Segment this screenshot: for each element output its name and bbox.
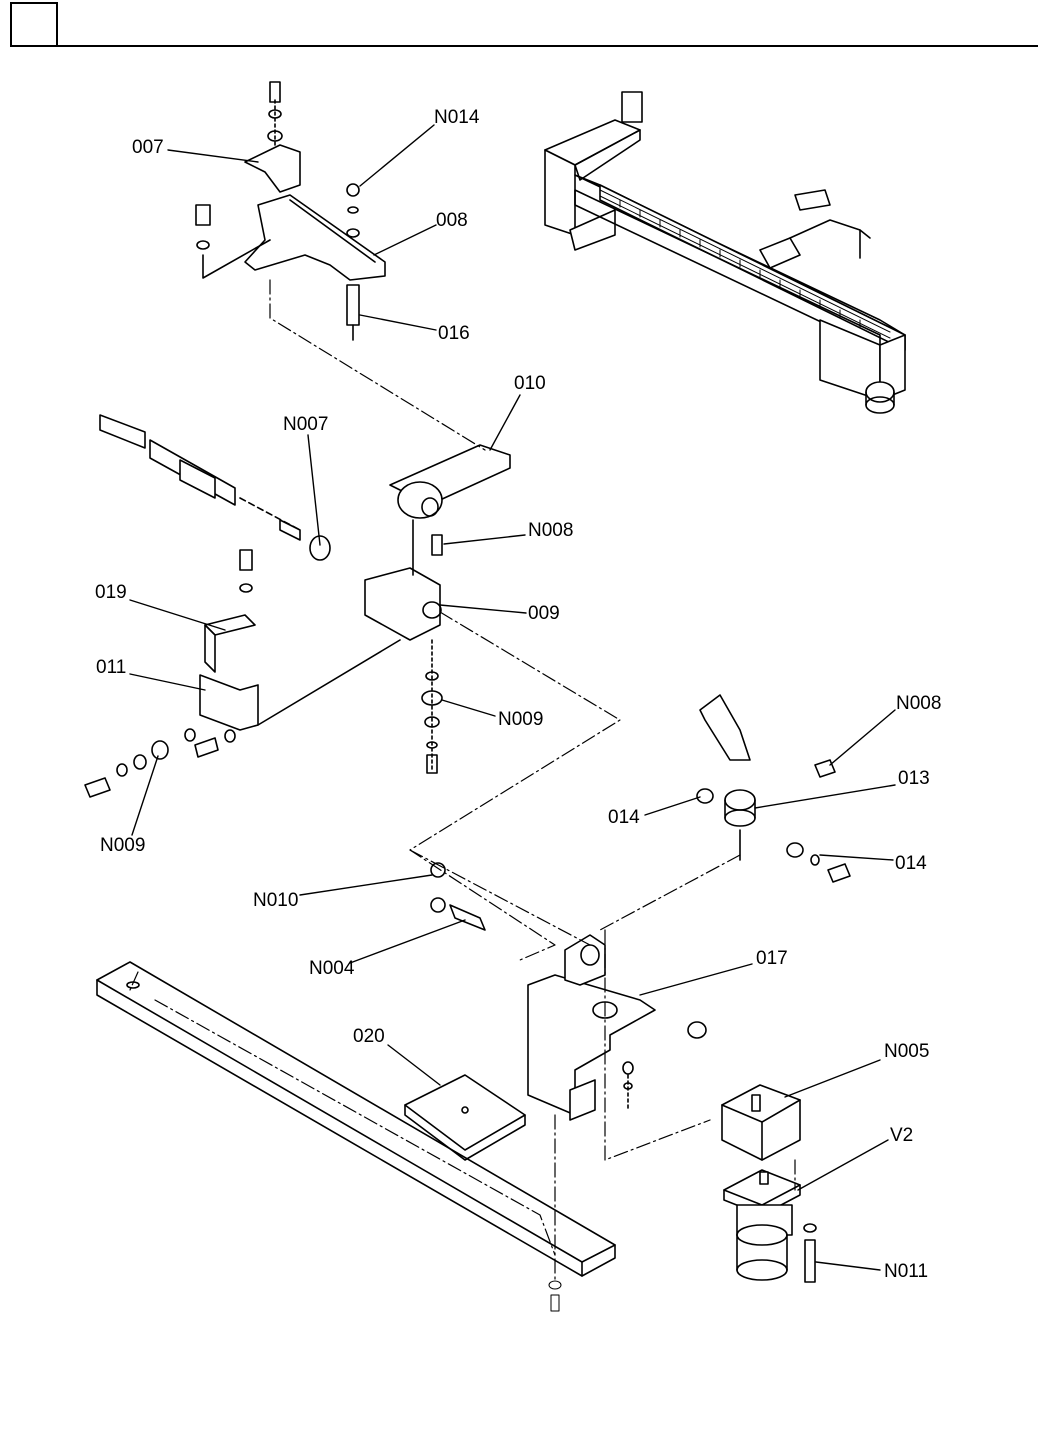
callout-014-right: 014 [895, 853, 927, 874]
pulley-013-drawing [697, 695, 850, 882]
callout-009: 009 [528, 603, 560, 624]
callout-n009-a: N009 [498, 709, 543, 730]
callout-v2: V2 [890, 1125, 913, 1146]
callout-n004: N004 [309, 958, 355, 979]
callout-017: 017 [756, 948, 788, 969]
callout-n010: N010 [253, 890, 298, 911]
callout-n014: N014 [434, 107, 480, 128]
callout-n007: N007 [283, 414, 328, 435]
bracket-019-block-011-drawing [85, 550, 400, 797]
shaft-carriage-drawing [100, 415, 510, 773]
callout-007: 007 [132, 137, 164, 158]
callout-n008-a: N008 [528, 520, 573, 541]
callout-n009-b: N009 [100, 835, 145, 856]
assembly-overview-drawing [545, 92, 905, 413]
callout-019: 019 [95, 582, 127, 603]
callout-020: 020 [353, 1026, 385, 1047]
callout-016: 016 [438, 323, 470, 344]
callout-013: 013 [898, 768, 930, 789]
callout-008: 008 [436, 210, 468, 231]
callout-011: 011 [96, 657, 126, 678]
callout-n011: N011 [884, 1261, 928, 1282]
callout-n008-b: N008 [896, 693, 941, 714]
motor-assembly-drawing [722, 1085, 816, 1282]
bracket-007-plate-008-drawing [196, 82, 385, 340]
callout-014-left: 014 [608, 807, 640, 828]
callout-010: 010 [514, 373, 546, 394]
callout-n005: N005 [884, 1041, 929, 1062]
